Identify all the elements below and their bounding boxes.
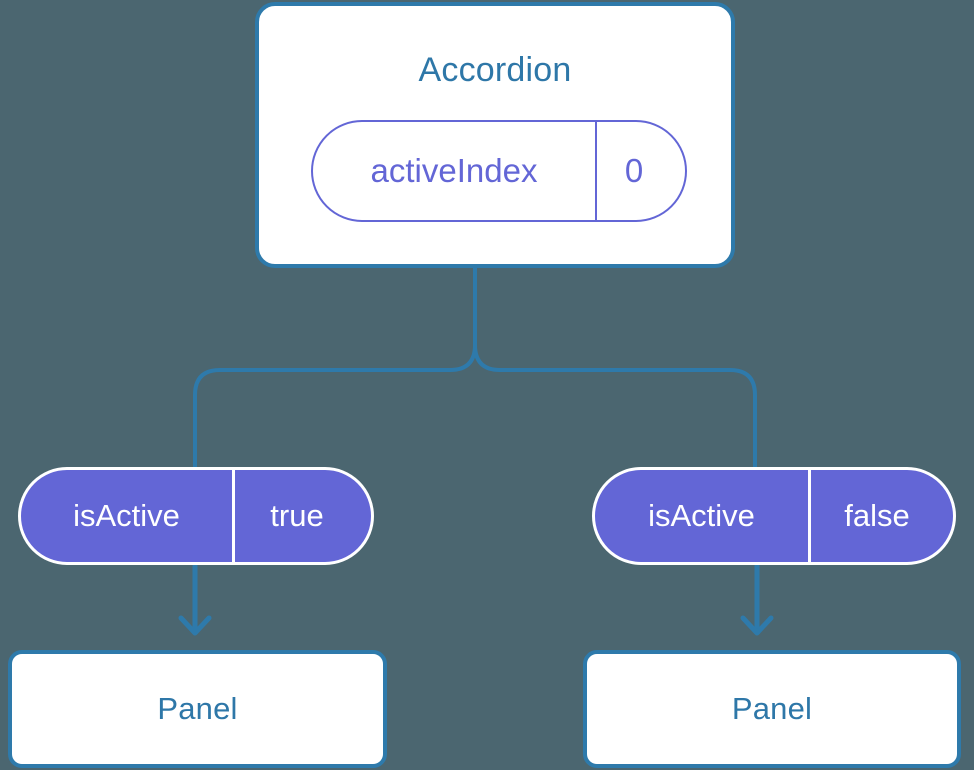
activeindex-prop-key: activeIndex — [313, 122, 597, 220]
panel-card-left[interactable]: Panel — [8, 650, 387, 768]
activeindex-prop-pill[interactable]: activeIndex 0 — [311, 120, 687, 222]
connector-bracket-left — [193, 343, 477, 469]
isactive-false-prop-pill[interactable]: isActive false — [592, 467, 956, 565]
activeindex-prop-value: 0 — [624, 152, 644, 189]
isactive-true-prop-value: true — [270, 498, 324, 533]
accordion-component-card[interactable]: Accordion activeIndex 0 — [255, 2, 735, 268]
panel-card-right[interactable]: Panel — [583, 650, 961, 768]
panel-left-label: Panel — [157, 691, 238, 726]
accordion-title: Accordion — [418, 51, 572, 89]
panel-right-label: Panel — [731, 691, 813, 726]
connector-bracket-right — [473, 343, 757, 469]
isactive-false-prop-value: false — [844, 498, 910, 533]
arrow-right-down — [740, 563, 774, 636]
arrow-left-down — [178, 563, 212, 636]
isactive-true-prop-key: isActive — [21, 470, 235, 562]
isactive-false-prop-key: isActive — [595, 470, 811, 562]
isactive-true-prop-pill[interactable]: isActive true — [18, 467, 374, 565]
